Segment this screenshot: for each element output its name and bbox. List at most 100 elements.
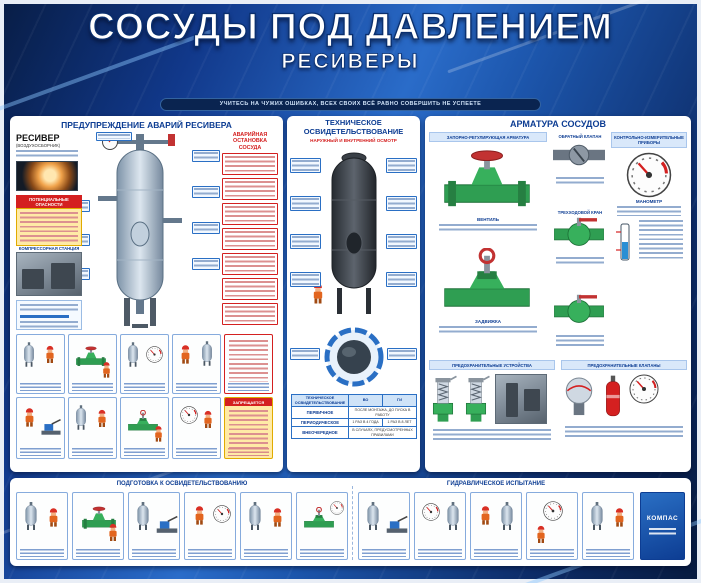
valve-item <box>553 292 607 347</box>
safety-valve-icon <box>465 375 490 423</box>
bottom-procedures-strip: ПОДГОТОВКА К ОСВИДЕТЕЛЬСТВОВАНИЮ ГИДРАВЛ… <box>10 478 691 566</box>
worker-icon <box>109 523 117 541</box>
callout <box>290 348 320 360</box>
caption-placeholder <box>188 549 232 557</box>
globe-valve-icon <box>444 149 530 208</box>
receiver-sublabel: (ВОЗДУХОСБОРНИК) <box>16 143 61 148</box>
text-placeholder <box>16 150 78 159</box>
caption-placeholder <box>228 383 269 391</box>
vessel-icon <box>447 501 459 531</box>
vessel-icon <box>137 501 149 531</box>
vessel-icon <box>128 341 138 368</box>
caption-placeholder <box>244 549 288 557</box>
procedure-card <box>16 397 65 459</box>
page-subtitle: РЕСИВЕРЫ <box>281 50 420 74</box>
pressure-gauge-icon <box>330 501 344 515</box>
callout <box>290 272 321 287</box>
receiver-vessel-diagram <box>98 134 182 328</box>
valve-item: ОБРАТНЫЙ КЛАПАН <box>553 134 607 186</box>
hazards-title: ПОТЕНЦИАЛЬНЫЕ ОПАСНОСТИ <box>16 195 82 208</box>
caption-placeholder <box>530 549 574 557</box>
page-title: СОСУДЫ ПОД ДАВЛЕНИЕМ <box>88 5 613 47</box>
group-divider <box>352 486 353 560</box>
table-row-label: ПЕРВИЧНОЕ <box>291 406 349 420</box>
valve-item: ВЕНТИЛЬ <box>433 146 543 233</box>
procedure-card <box>414 492 466 560</box>
receiver-intro: РЕСИВЕР (ВОЗДУХОСБОРНИК) <box>16 133 78 191</box>
callout <box>290 196 321 211</box>
pressure-gauge-icon <box>146 346 163 363</box>
table-col-gi: ГИ <box>382 393 417 408</box>
worker-icon <box>98 409 106 427</box>
hazards-block: ПОТЕНЦИАЛЬНЫЕ ОПАСНОСТИ <box>16 195 82 246</box>
emergency-item <box>222 178 278 201</box>
preparation-title: ПОДГОТОВКА К ОСВИДЕТЕЛЬСТВОВАНИЮ <box>116 481 248 487</box>
worker-icon <box>103 362 110 378</box>
callout <box>96 132 132 141</box>
callout <box>386 196 417 211</box>
callout <box>192 258 220 270</box>
caption-placeholder <box>20 549 64 557</box>
compressor-block: КОМПРЕССОРНАЯ СТАНЦИЯ <box>16 246 82 296</box>
prohibition-card: ЗАПРЕЩАЕТСЯ <box>224 397 273 459</box>
worker-icon <box>49 508 58 527</box>
callout <box>387 348 417 360</box>
logo-badge: КОМПАС <box>640 492 685 560</box>
compressor-label: КОМПРЕССОРНАЯ СТАНЦИЯ <box>18 246 80 251</box>
emergency-item <box>222 228 278 251</box>
worker-icon <box>195 506 204 525</box>
vessel-cross-section-diagram <box>324 327 384 387</box>
caption-placeholder <box>132 549 176 557</box>
small-fittings-column: ОБРАТНЫЙ КЛАПАН ТРЕХХОДОВОЙ КРАН <box>553 132 607 356</box>
manometer-icon <box>626 151 672 198</box>
vessel-icon <box>249 501 261 531</box>
emergency-item <box>222 278 278 301</box>
membrane-device-icon <box>565 377 593 416</box>
inspection-table: ТЕХНИЧЕСКОЕ ОСВИДЕТЕЛЬСТВОВАНИЕ ВО ГИ ПЕ… <box>291 393 417 440</box>
caption-placeholder <box>20 448 61 456</box>
worker-icon <box>615 508 624 527</box>
panel-title: АРМАТУРА СОСУДОВ <box>510 119 606 129</box>
worker-icon <box>204 410 212 428</box>
prohibited-label: ЗАПРЕЩАЕТСЯ <box>225 398 272 406</box>
caption-placeholder <box>124 448 165 456</box>
pressure-gauge-icon <box>213 505 231 523</box>
red-cylinder-icon <box>605 375 621 417</box>
check-valve-icon <box>553 144 605 166</box>
explosion-photo <box>16 161 78 191</box>
shutoff-title: ЗАПОРНО-РЕГУЛИРУЮЩАЯ АРМАТУРА <box>429 132 547 142</box>
vessel-icon <box>591 501 603 531</box>
table-cell: 1 РАЗ В 8 ЛЕТ <box>382 418 417 428</box>
warning-card <box>224 334 273 394</box>
emergency-item <box>222 303 278 326</box>
motto-banner: УЧИТЕСЬ НА ЧУЖИХ ОШИБКАХ, ВСЕХ СВОИХ ВСЁ… <box>160 98 541 111</box>
table-header: ТЕХНИЧЕСКОЕ ОСВИДЕТЕЛЬСТВОВАНИЕ <box>291 393 349 408</box>
piping-schematic <box>16 300 82 330</box>
caption-placeholder <box>362 549 406 557</box>
shutoff-valves-column: ЗАПОРНО-РЕГУЛИРУЮЩАЯ АРМАТУРА ВЕНТИЛЬ ЗА… <box>429 132 547 356</box>
caption-placeholder <box>20 383 61 391</box>
hydro-test-title: ГИДРАВЛИЧЕСКОЕ ИСПЫТАНИЕ <box>446 481 546 487</box>
compressor-photo <box>16 252 82 296</box>
pressure-gauge-icon <box>180 406 198 424</box>
pump-icon <box>40 418 62 436</box>
caption-placeholder <box>124 383 165 391</box>
procedure-card <box>16 334 65 394</box>
table-cell: В СЛУЧАЯХ, ПРЕДУСМОТРЕННЫХ ПРАВИЛАМИ <box>348 426 417 440</box>
safety-devices-left: ПРЕДОХРАНИТЕЛЬНЫЕ УСТРОЙСТВА <box>429 360 555 468</box>
emergency-stop-column: АВАРИЙНАЯ ОСТАНОВКА СОСУДА <box>222 132 278 328</box>
caption-placeholder <box>228 448 269 456</box>
caption-placeholder <box>72 448 113 456</box>
emergency-title: АВАРИЙНАЯ ОСТАНОВКА СОСУДА <box>232 132 268 151</box>
level-gauge-icon <box>616 223 630 260</box>
vessel-icon <box>501 501 513 531</box>
procedure-card <box>582 492 634 560</box>
panel-vessel-fittings: АРМАТУРА СОСУДОВ ЗАПОРНО-РЕГУЛИРУЮЩАЯ АР… <box>425 116 691 472</box>
callout <box>192 150 220 162</box>
worker-icon <box>537 525 545 543</box>
callout <box>290 234 321 249</box>
valve-label: ОБРАТНЫЙ КЛАПАН <box>558 134 602 139</box>
receiver-label: РЕСИВЕР <box>16 133 60 143</box>
caption-placeholder <box>72 383 113 391</box>
safety-valve-icon <box>432 375 457 423</box>
